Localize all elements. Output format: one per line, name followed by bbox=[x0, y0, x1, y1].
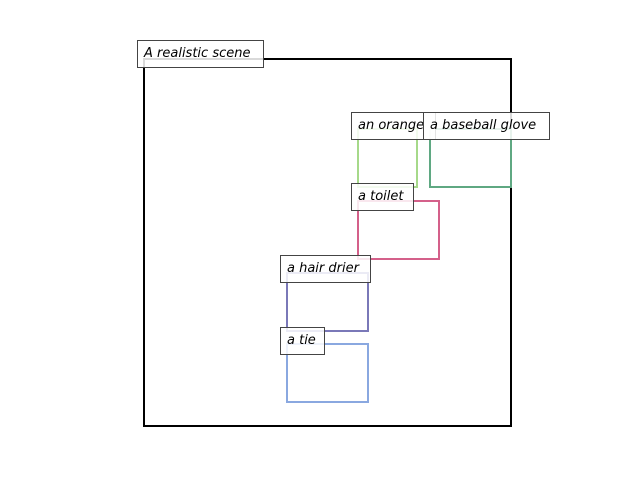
toilet-label: a toilet bbox=[351, 183, 414, 211]
hair-drier-label: a hair drier bbox=[280, 255, 371, 283]
scene-frame bbox=[143, 58, 512, 427]
orange-label: an orange bbox=[351, 112, 436, 140]
tie-box bbox=[286, 343, 369, 403]
baseball-glove-label: a baseball glove bbox=[423, 112, 550, 140]
scene-title: A realistic scene bbox=[137, 40, 264, 68]
tie-label: a tie bbox=[280, 327, 325, 355]
